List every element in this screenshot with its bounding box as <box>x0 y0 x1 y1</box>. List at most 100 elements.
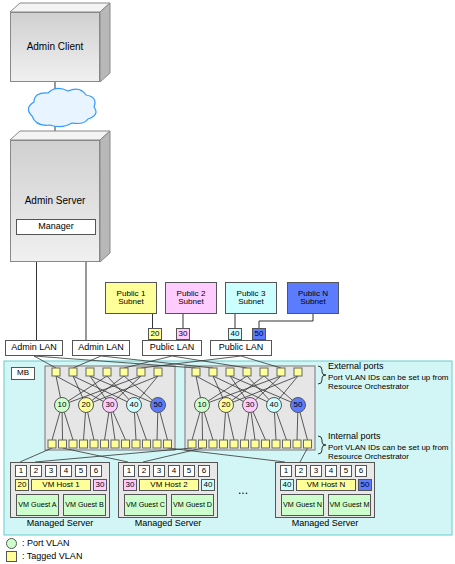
nic-port: 2 <box>138 465 150 477</box>
node-text: 2 <box>34 467 38 475</box>
node-text: 6 <box>202 467 206 475</box>
vlan-tag: 40 <box>280 479 294 491</box>
node-text: 5 <box>79 467 83 475</box>
managed-server: Managed Server1234564050VM Host NVM Gues… <box>275 462 375 518</box>
node-text: MB <box>17 369 29 377</box>
switch-port <box>230 440 238 448</box>
switch-port <box>209 368 217 376</box>
port-vlan-circle: 50 <box>290 397 306 413</box>
connector <box>183 314 184 328</box>
switch-port <box>59 440 67 448</box>
managed-server: Managed Server1234562030VM Host 1VM Gues… <box>10 462 110 518</box>
lan-box: Admin LAN <box>72 340 130 356</box>
node-text: Managed Server <box>109 519 227 528</box>
nic-port: 4 <box>325 465 337 477</box>
switch-port <box>272 440 280 448</box>
lan-wire <box>124 356 172 368</box>
node-text: 1 <box>127 467 131 475</box>
switch-port <box>304 440 312 448</box>
node-text: Public 1 Subnet <box>106 290 156 307</box>
connector <box>152 314 153 328</box>
switch-port <box>111 440 119 448</box>
vlan-tag: 40 <box>201 479 215 491</box>
server-wire <box>168 448 286 462</box>
node-text: VM Host N <box>307 481 346 489</box>
node-text: Public 3 Subnet <box>226 290 276 307</box>
vlan-tag: 50 <box>358 479 372 491</box>
switch-port <box>132 440 140 448</box>
node-text: Public LAN <box>219 343 264 352</box>
client-box: Admin Client <box>10 12 100 82</box>
node-text: 30 <box>246 401 255 409</box>
node-text: 1 <box>19 467 23 475</box>
bracket <box>318 436 326 454</box>
switch-port <box>153 440 161 448</box>
switch-port <box>101 440 109 448</box>
node-text: Admin LAN <box>78 343 124 352</box>
managed-server: Managed Server1234563040VM Host 2VM Gues… <box>118 462 218 518</box>
vm-guest: VM Guest N <box>281 494 324 516</box>
node-text: VM Host 1 <box>42 481 79 489</box>
server-wire <box>35 448 192 462</box>
legend-swatch <box>6 538 17 549</box>
chassis-area <box>4 361 452 535</box>
vlan-tag: 30 <box>176 328 190 340</box>
nic-port: 5 <box>183 465 195 477</box>
port-note: Port VLAN IDs can be set up from Resourc… <box>328 374 452 392</box>
switch-port <box>260 368 268 376</box>
nic-port: 1 <box>15 465 27 477</box>
wire <box>86 376 158 405</box>
node-text: 20 <box>151 330 160 338</box>
node-text: 20 <box>82 401 91 409</box>
server-wire <box>143 448 203 462</box>
node-text: Public 2 Subnet <box>166 290 216 307</box>
node-text: 2 <box>299 467 303 475</box>
node-text: Admin Server <box>25 196 86 207</box>
node-text: 40 <box>270 401 279 409</box>
server-wire <box>63 448 129 462</box>
switch-port <box>90 440 98 448</box>
subnet-box: Public 1 Subnet <box>105 282 157 314</box>
lan-wire <box>34 356 56 368</box>
switch-port <box>48 440 56 448</box>
switch-port <box>154 368 162 376</box>
node-text: Public N Subnet <box>288 290 338 307</box>
server-wire <box>300 448 308 462</box>
vlan-tag: 50 <box>252 328 266 340</box>
node-text: 40 <box>204 481 213 489</box>
nic-port: 5 <box>340 465 352 477</box>
connector <box>36 262 37 340</box>
box-top-face <box>10 131 110 140</box>
node-text: 6 <box>359 467 363 475</box>
switch-port <box>226 368 234 376</box>
lan-switch <box>45 366 175 450</box>
nic-port: 4 <box>60 465 72 477</box>
port-vlan-circle: 40 <box>266 397 282 413</box>
nic-port: 5 <box>75 465 87 477</box>
port-note: Port VLAN IDs can be set up from Resourc… <box>328 444 452 462</box>
node-text: 10 <box>58 401 67 409</box>
node-text: Managed Server <box>1 519 119 528</box>
switch-port <box>143 440 151 448</box>
nic-port: 1 <box>123 465 135 477</box>
switch-port <box>199 440 207 448</box>
node-text: 30 <box>96 481 105 489</box>
mb-box: MB <box>11 367 35 380</box>
nic-port: 4 <box>168 465 180 477</box>
vm-guest: VM Guest C <box>124 494 167 516</box>
node-text: 4 <box>172 467 176 475</box>
vlan-tag: 20 <box>15 479 29 491</box>
node-text: 3 <box>314 467 318 475</box>
port-vlan-circle: 20 <box>78 397 94 413</box>
nic-port: 2 <box>295 465 307 477</box>
node-text: VM Guest C <box>126 501 165 509</box>
vlan-tag: 30 <box>123 479 137 491</box>
switch-port <box>293 440 301 448</box>
switch-port <box>80 440 88 448</box>
node-text: VM Guest B <box>65 501 104 509</box>
box-side-face <box>100 3 110 82</box>
wire <box>226 376 298 405</box>
connector <box>86 262 87 340</box>
port-vlan-circle: 10 <box>194 397 210 413</box>
vlan-tag: 40 <box>228 328 242 340</box>
